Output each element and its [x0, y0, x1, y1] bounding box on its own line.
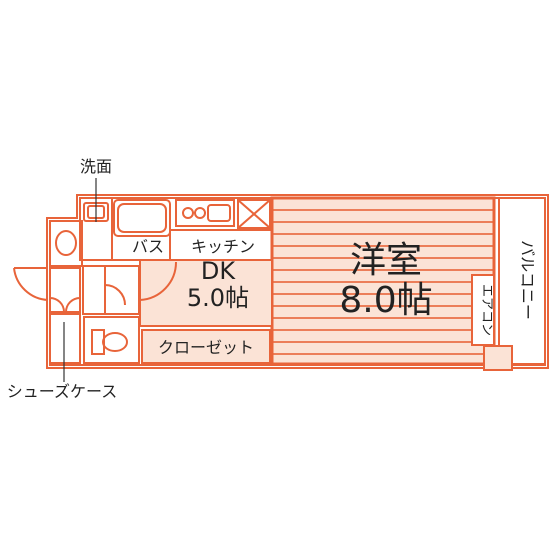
bath-label: バス: [132, 237, 164, 256]
dk-room-size: 5.0帖: [187, 284, 249, 312]
balcony: [498, 197, 546, 365]
callout-lines: [63, 178, 97, 382]
entrance-area: [13, 220, 140, 364]
balcony-label: バルコニー: [518, 240, 537, 320]
western-room-name: 洋室: [350, 240, 422, 281]
dk-room-name: DK: [201, 257, 236, 285]
kitchen-counter: [111, 197, 273, 261]
western-room-size: 8.0帖: [339, 280, 432, 321]
kitchen-label: キッチン: [191, 237, 255, 256]
dk-door: [139, 261, 178, 302]
shoe-case-callout: シューズケース: [7, 382, 117, 401]
closet-label: クローゼット: [158, 338, 254, 357]
outdoor-unit: [483, 345, 513, 371]
aircon-label: エアコン: [479, 284, 494, 336]
washbasin-callout: 洗面: [80, 157, 112, 176]
closet: [141, 329, 271, 364]
